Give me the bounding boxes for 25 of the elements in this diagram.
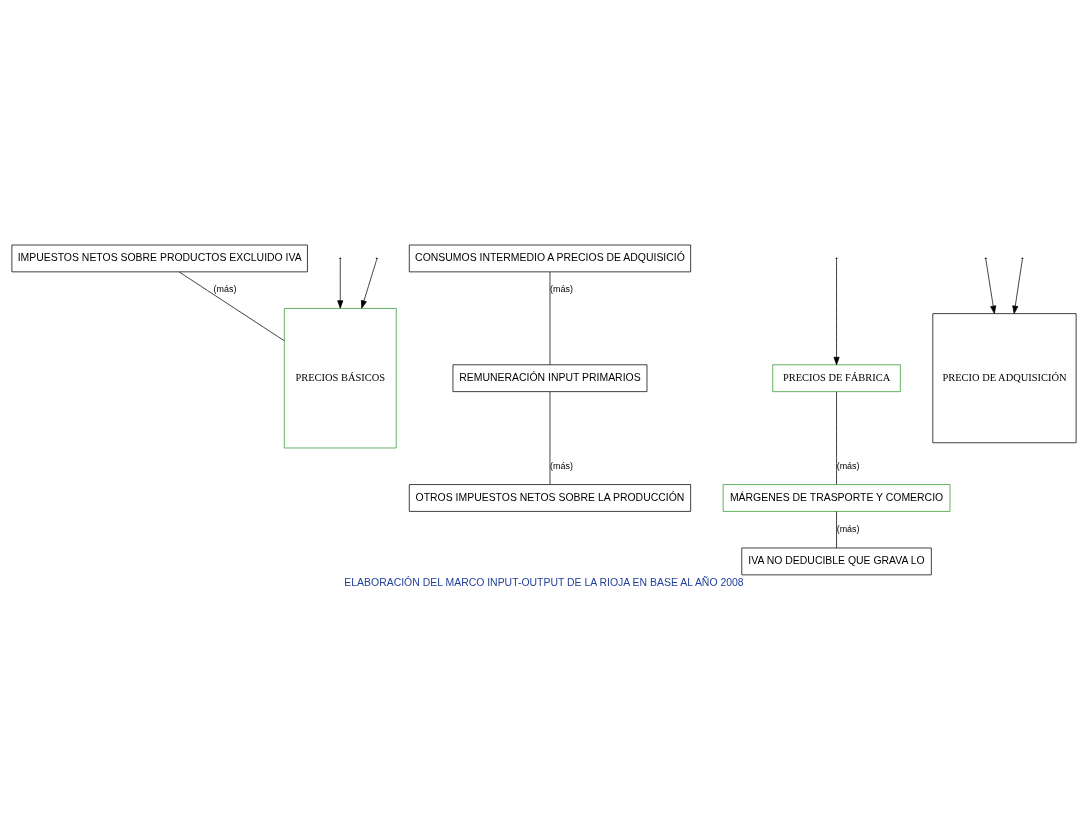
edge-label: (más): [836, 460, 860, 471]
connector: [549, 390, 551, 485]
node-box: IVA NO DEDUCIBLE QUE GRAVA LO: [741, 547, 932, 575]
edge-label: (más): [213, 283, 237, 294]
caption: ELABORACIÓN DEL MARCO INPUT-OUTPUT DE LA RIOJA EN BASE AL AÑO 2008: [344, 576, 744, 588]
arrow: [337, 258, 344, 308]
arrow: [1012, 258, 1023, 314]
node-box: CONSUMOS INTERMEDIO A PRECIOS DE ADQUISICIÓ: [408, 244, 692, 272]
node-box: PRECIOS BÁSICOS: [283, 307, 397, 448]
arrow: [833, 258, 840, 365]
connector: [836, 510, 837, 548]
arrow: [361, 258, 378, 308]
connector: [549, 271, 551, 365]
arrow: [985, 258, 997, 314]
node-box: OTROS IMPUESTOS NETOS SOBRE LA PRODUCCIÓN: [408, 483, 692, 512]
node-box: PRECIOS DE FÁBRICA: [772, 363, 901, 392]
edge-label: (más): [550, 283, 573, 294]
node-box: MÁRGENES DE TRASPORTE Y COMERCIO: [722, 483, 951, 512]
node-box: PRECIO DE ADQUISICIÓN: [932, 312, 1077, 443]
edge-label: (más): [836, 523, 860, 534]
node-box: REMUNERACIÓN INPUT PRIMARIOS: [452, 363, 648, 392]
connector: [178, 271, 285, 341]
node-box: IMPUESTOS NETOS SOBRE PRODUCTOS EXCLUIDO IVA: [11, 244, 308, 272]
edge-label: (más): [550, 460, 573, 471]
connector: [836, 390, 837, 485]
